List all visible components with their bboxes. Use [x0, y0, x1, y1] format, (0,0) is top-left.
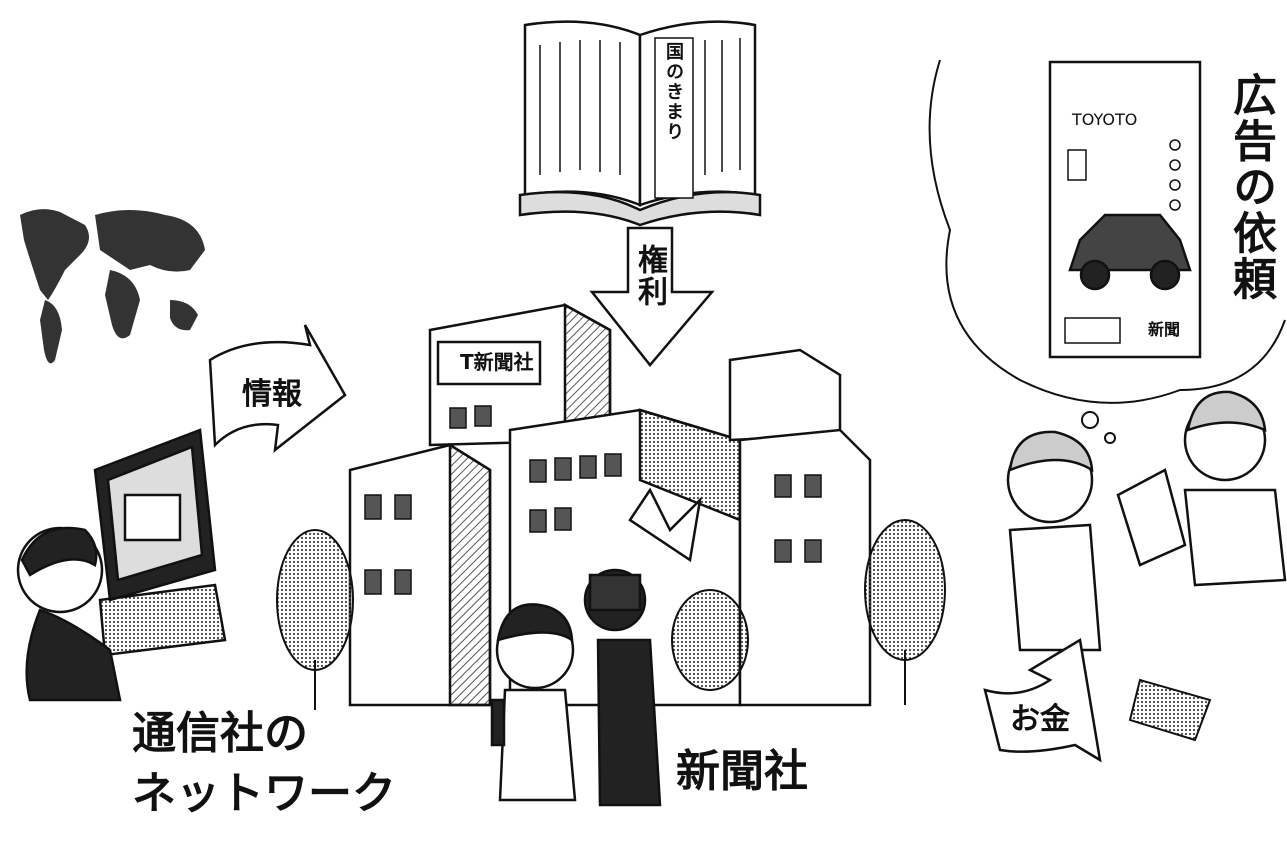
rights-arrow-label: 権利 — [632, 244, 667, 308]
newspaper-company-label: 新聞社 — [676, 746, 808, 797]
advertisers — [1006, 390, 1287, 652]
tree-icon — [276, 519, 946, 710]
money-arrow-label: お金 — [1010, 702, 1070, 737]
building-sign: T新聞社 — [460, 350, 534, 374]
rights-arrow-icon — [589, 226, 715, 367]
info-arrow-label: 情報 — [242, 377, 302, 412]
world-map-icon — [20, 209, 205, 364]
thought-bubble — [928, 59, 1286, 444]
money-arrow-icon — [983, 637, 1102, 763]
news-agency-label-line1: 通信社の — [132, 708, 308, 759]
info-arrow-icon — [208, 324, 347, 453]
computer-operator — [16, 428, 227, 702]
poster-footer: 新聞 — [1148, 320, 1181, 339]
reporters — [490, 487, 702, 807]
car-ad-poster — [1048, 60, 1202, 359]
poster-brand: TOYOTO — [1072, 110, 1138, 129]
ad-request-label: 広告の依頼 — [1225, 72, 1276, 302]
law-book-icon — [518, 20, 762, 227]
book-title: 国のきまり — [663, 42, 684, 142]
banknote-icon — [1128, 678, 1212, 742]
news-agency-label-line2: ネットワーク — [132, 768, 396, 819]
